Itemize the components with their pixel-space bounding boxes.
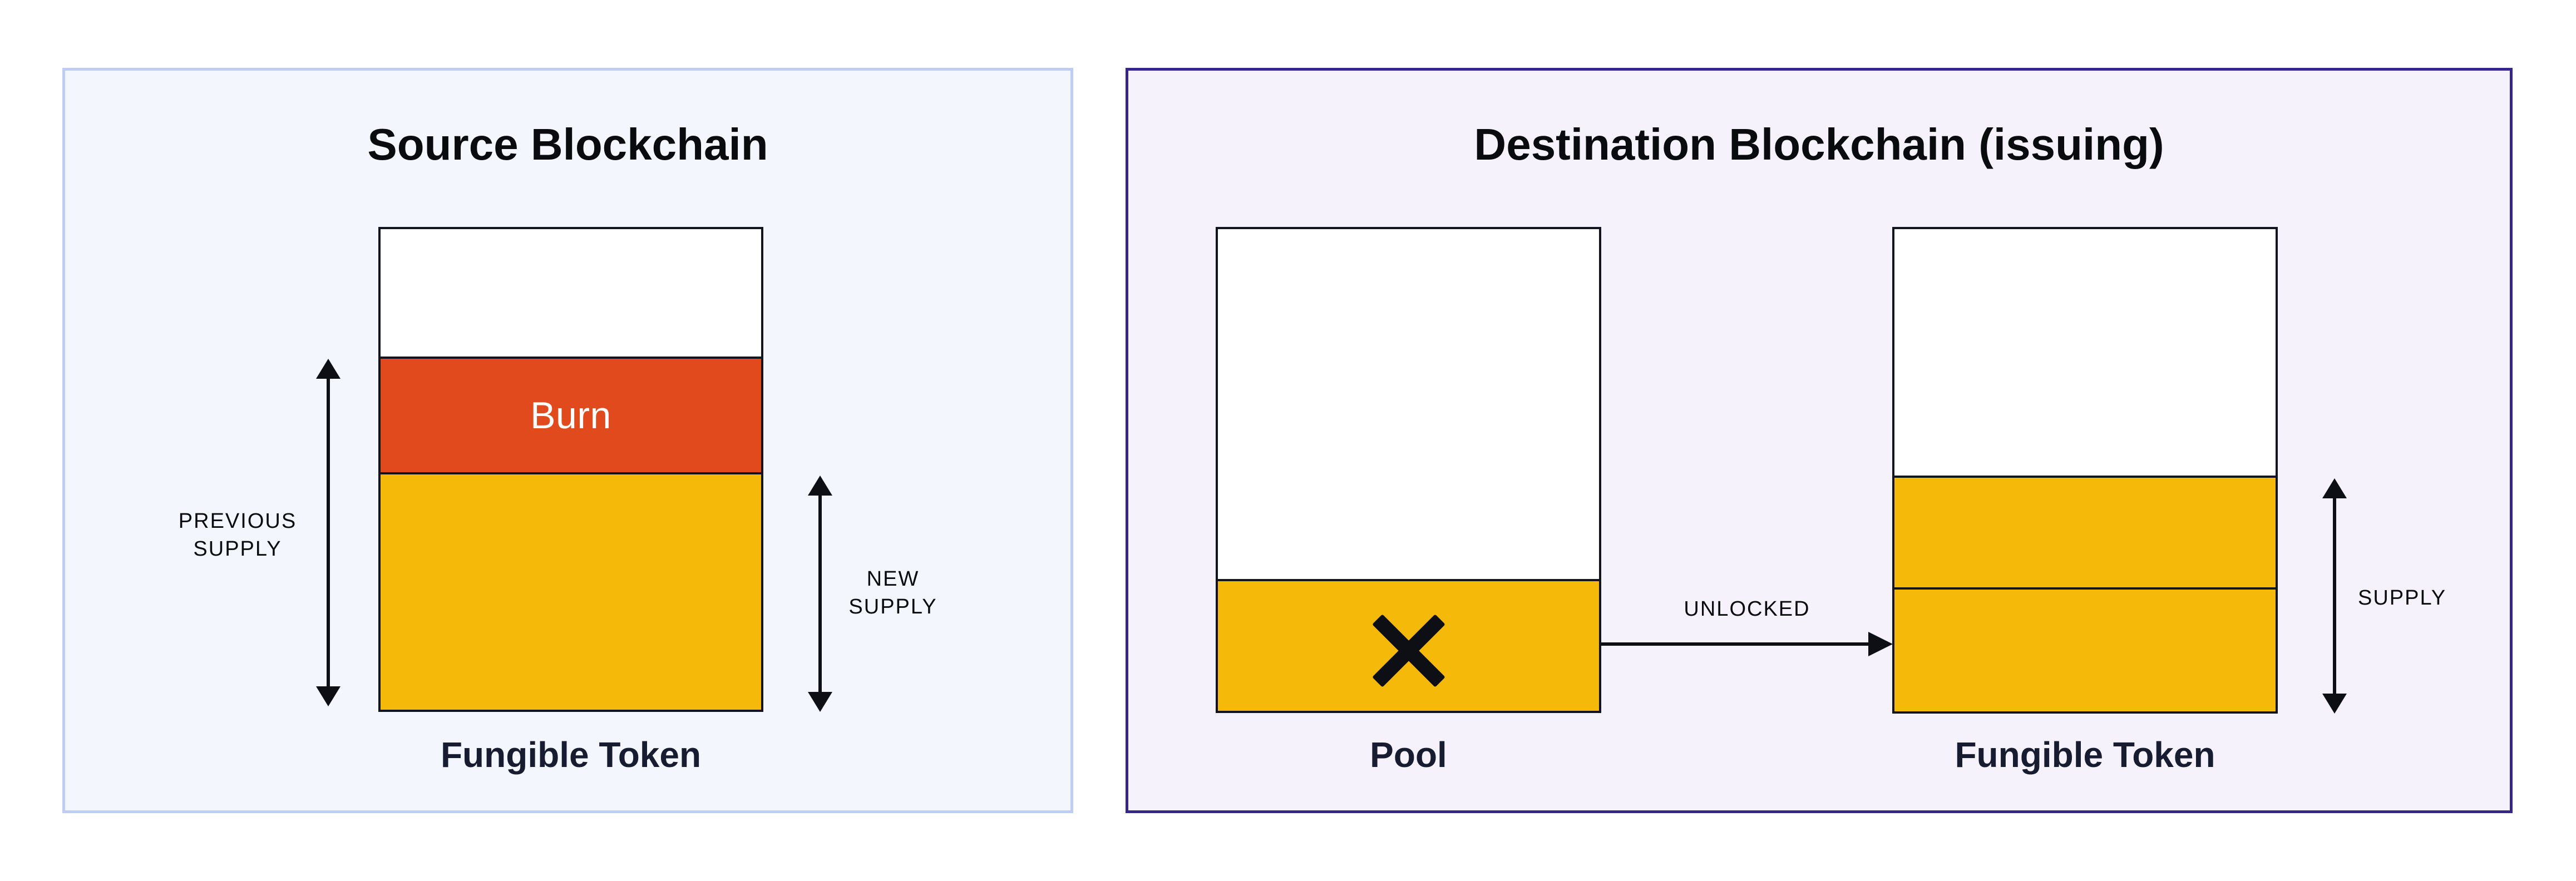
burn-label: Burn [530, 394, 611, 437]
pool-bar-empty-segment [1218, 229, 1599, 579]
source-token-bar: Burn [378, 227, 763, 712]
arrow-shaft [2333, 494, 2336, 698]
unlocked-arrow-icon [1601, 642, 1873, 646]
unlocked-label: UNLOCKED [1684, 597, 1810, 621]
token-bar-empty-segment [1894, 229, 2276, 476]
previous-supply-label-line1: PREVIOUS [178, 509, 297, 533]
new-supply-label-line2: SUPPLY [848, 595, 937, 618]
destination-panel-title: Destination Blockchain (issuing) [1474, 120, 2164, 169]
supply-arrow-icon [2322, 478, 2347, 714]
source-bar-burn-segment: Burn [381, 357, 761, 472]
new-supply-arrow-icon [808, 476, 832, 712]
token-bar-unlocked-supply-segment [1894, 587, 2276, 711]
unlocked-arrow-head [1868, 632, 1893, 656]
source-bar-empty-segment [381, 229, 761, 357]
source-panel-title: Source Blockchain [367, 120, 768, 169]
arrow-shaft [327, 374, 330, 691]
new-supply-label-line1: NEW [866, 567, 920, 591]
source-bar-caption: Fungible Token [440, 735, 702, 775]
previous-supply-arrow-icon [316, 359, 340, 706]
previous-supply-label: PREVIOUS SUPPLY [126, 507, 349, 563]
arrow-shaft [818, 491, 822, 696]
source-bar-supply-segment [381, 472, 761, 710]
destination-token-bar [1892, 227, 2278, 714]
arrow-down-head [316, 686, 340, 706]
previous-supply-label-line2: SUPPLY [193, 537, 282, 561]
arrow-down-head [2322, 694, 2347, 714]
token-bar-existing-supply-segment [1894, 476, 2276, 587]
supply-label: SUPPLY [2358, 586, 2447, 610]
destination-bar-caption: Fungible Token [1955, 735, 2215, 775]
pool-bar-caption: Pool [1370, 735, 1447, 775]
arrow-down-head [808, 692, 832, 712]
new-supply-label: NEW SUPPLY [823, 565, 963, 621]
x-mark-icon [1364, 606, 1453, 695]
